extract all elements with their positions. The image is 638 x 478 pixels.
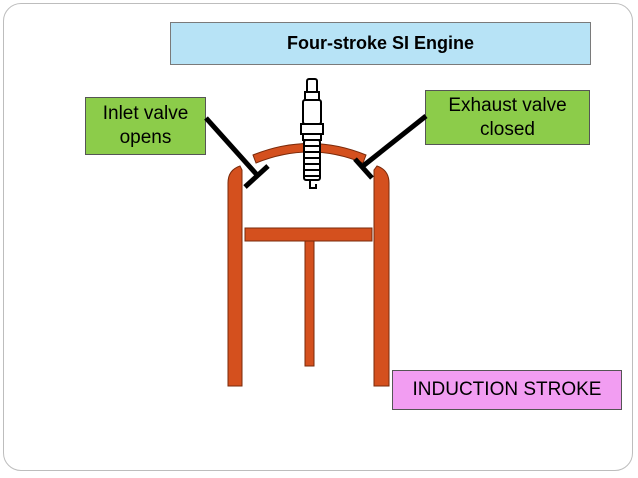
exhaust-valve-head (353, 157, 374, 180)
spark-plug-icon (300, 78, 324, 189)
inlet-label-line1: Inlet valve (102, 103, 189, 124)
inlet-valve (204, 116, 270, 189)
slide-title: Four-stroke SI Engine (170, 22, 591, 65)
inlet-valve-label: Inlet valve opens (85, 97, 206, 155)
piston (244, 227, 373, 367)
exhaust-valve (353, 114, 428, 180)
connecting-rod (304, 240, 315, 367)
inlet-valve-head (243, 164, 270, 189)
exhaust-valve-label: Exhaust valve closed (425, 90, 590, 145)
exhaust-label-line1: Exhaust valve (448, 95, 567, 116)
exhaust-label-line2: closed (480, 119, 535, 140)
stroke-label: INDUCTION STROKE (392, 370, 622, 410)
inlet-label-line2: opens (119, 127, 172, 148)
inlet-valve-stem (204, 116, 260, 178)
piston-crown (244, 227, 373, 242)
cylinder-right-wall (373, 165, 390, 387)
exhaust-valve-stem (361, 114, 428, 168)
cylinder (227, 143, 390, 387)
cylinder-left-wall (227, 165, 243, 387)
